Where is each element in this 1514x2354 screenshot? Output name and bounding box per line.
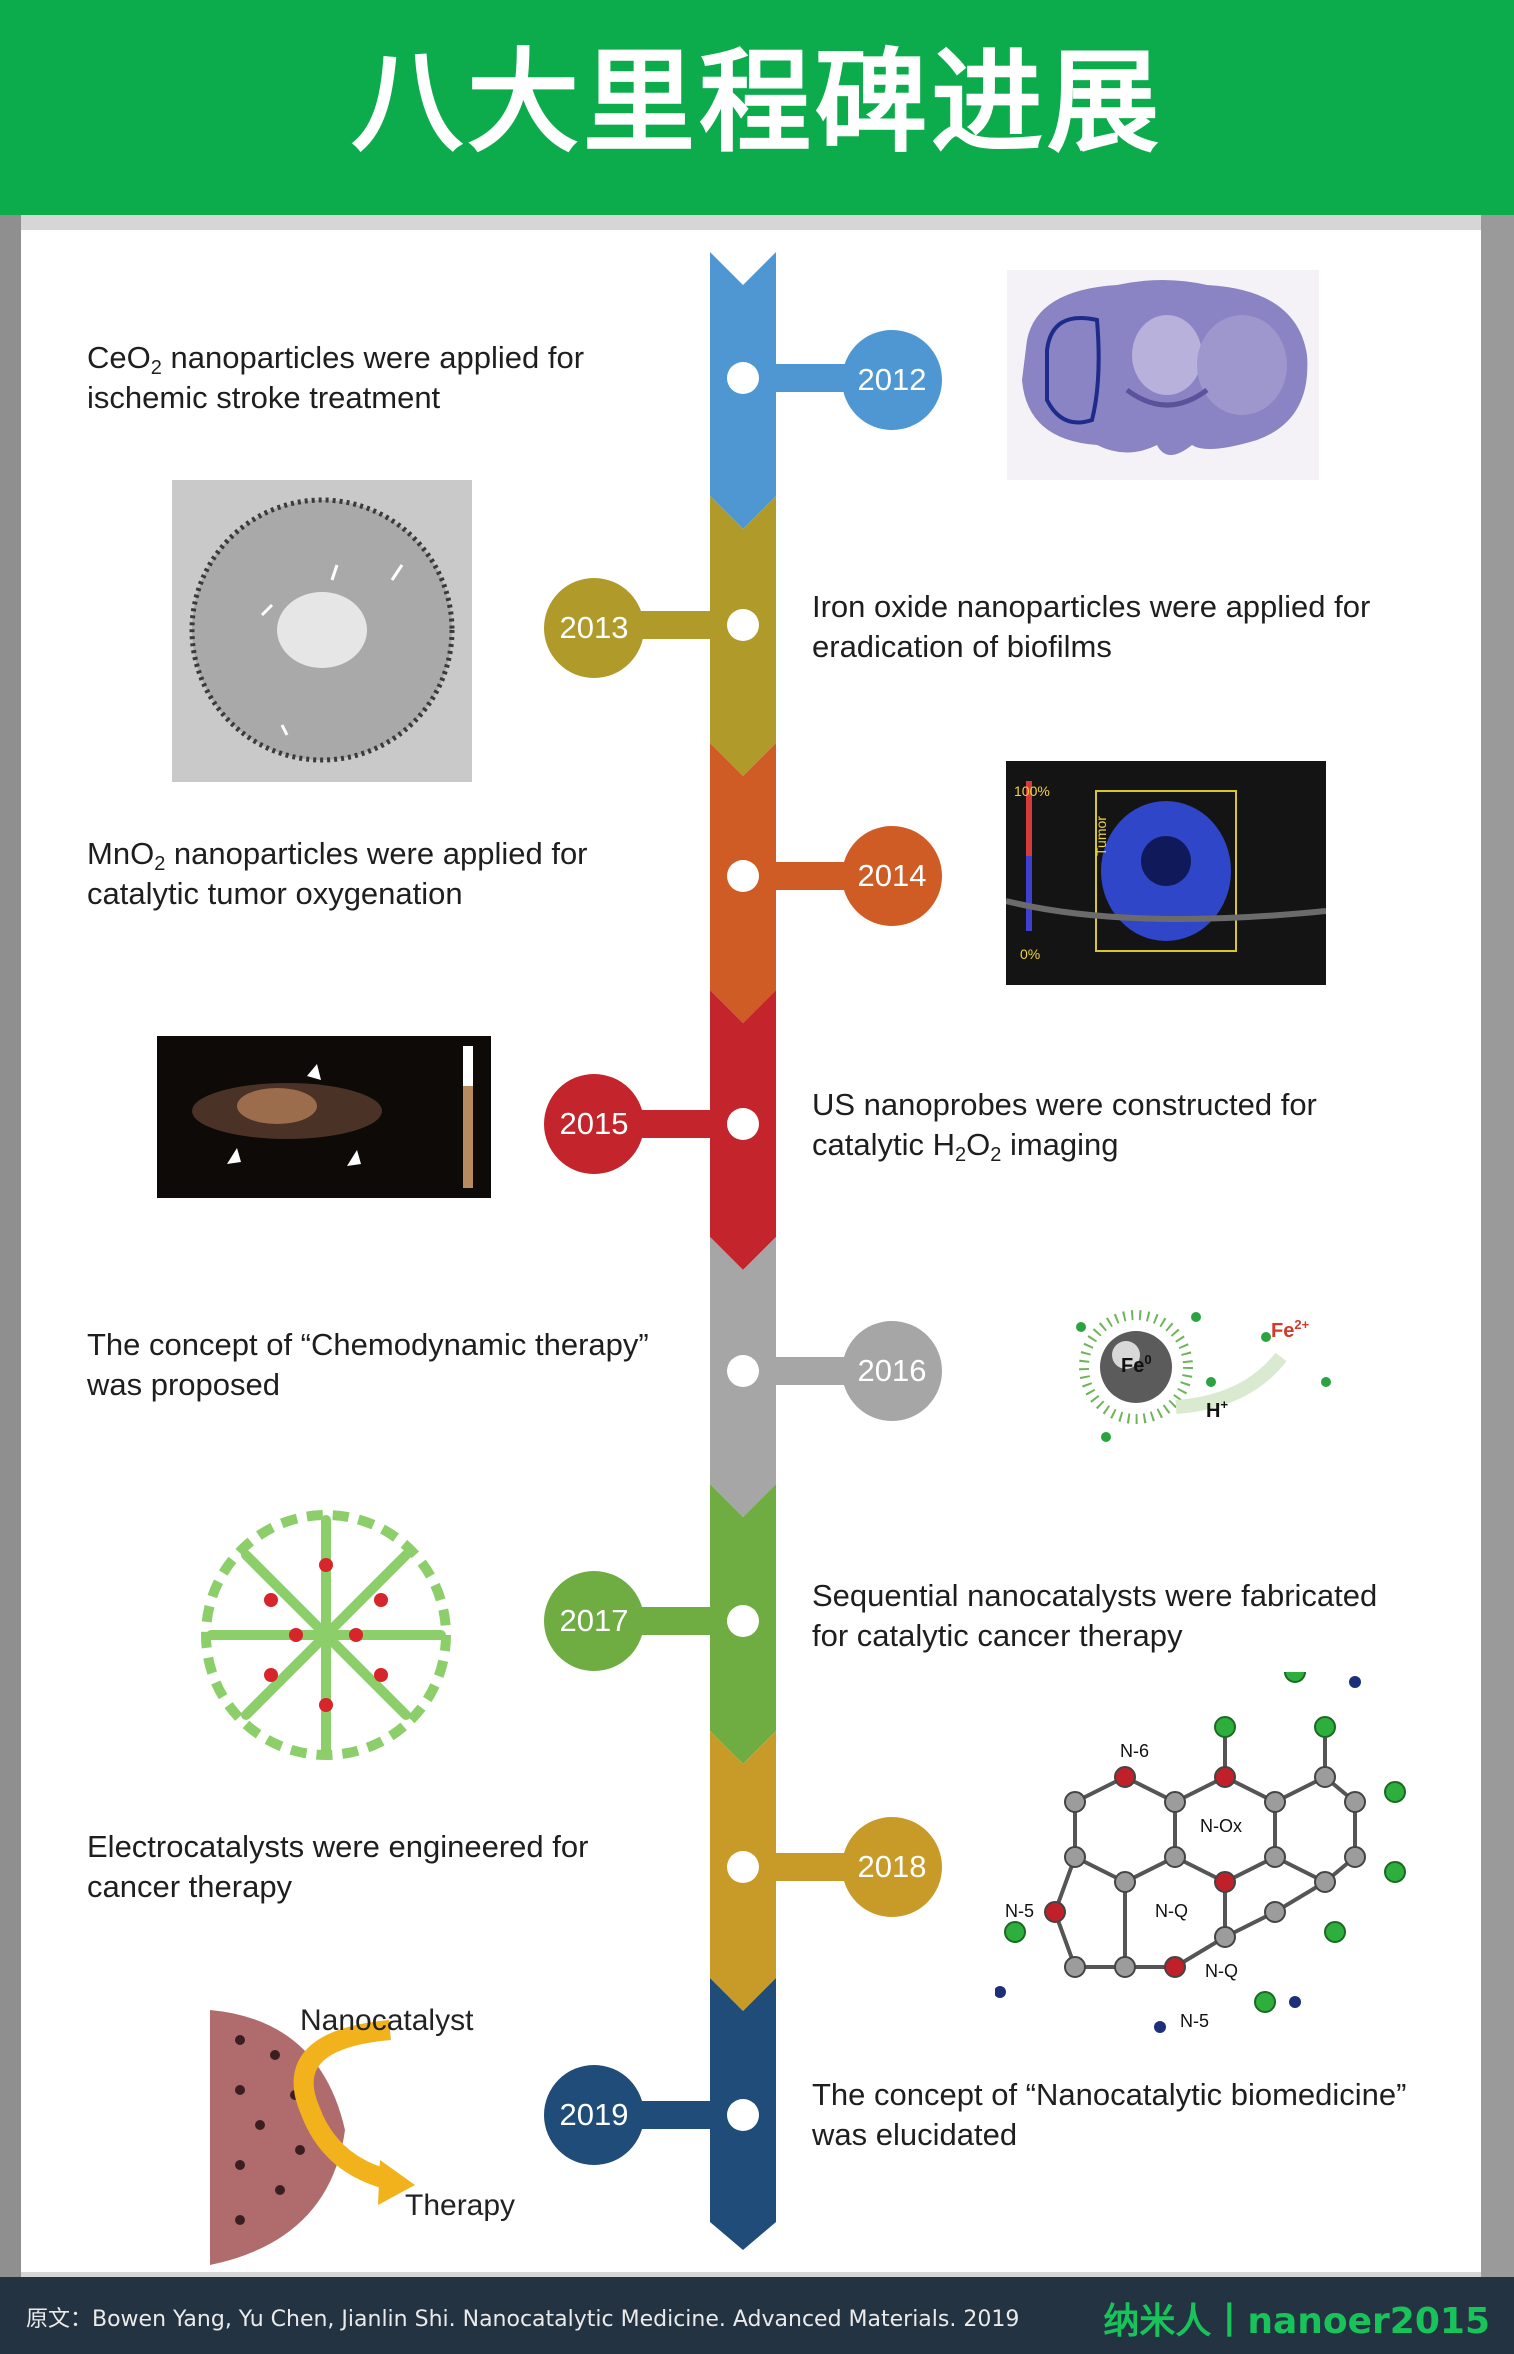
year-badge-2015: 2015 [544, 1074, 644, 1174]
brand-watermark: 纳米人丨nanoer2015 [1103, 2301, 1490, 2342]
spine-dot-2013 [727, 609, 759, 641]
milestone-text-2019: The concept of “Nanocatalytic biomedicin… [812, 2077, 1407, 2152]
nanocatalyst-label: Nanocatalyst [300, 2004, 474, 2037]
spine-dot-2016 [727, 1355, 759, 1387]
spine-dot-2012 [727, 362, 759, 394]
frame-right [1481, 215, 1514, 2277]
spine-dot-2014 [727, 860, 759, 892]
milestone-text-2013: Iron oxide nanoparticles were applied fo… [812, 589, 1371, 664]
milestone-text-2012: CeO2 nanoparticles were applied for isch… [87, 340, 585, 415]
tumor-label: Tumor [1093, 816, 1109, 856]
connector-2018 [743, 1853, 858, 1881]
n5b-label: N-5 [1180, 2011, 1209, 2031]
tumor-ultrasound-image: 100% 0% Tumor [1006, 761, 1326, 985]
citation-text: 原文：Bowen Yang, Yu Chen, Jianlin Shi. Nan… [26, 2307, 1020, 2332]
nitrogen-doped-graphene-image: N-6 N-Ox N-5 N-Q N-Q N-5 [995, 1672, 1406, 2033]
ultrasound-nanoprobe-image [157, 1036, 491, 1198]
n5a-label: N-5 [1005, 1901, 1034, 1921]
year-badge-2016: 2016 [842, 1321, 942, 1421]
year-badge-2017: 2017 [544, 1571, 644, 1671]
nq2-label: N-Q [1205, 1961, 1238, 1981]
connector-2013 [628, 611, 743, 639]
footer-bar: 原文：Bowen Yang, Yu Chen, Jianlin Shi. Nan… [0, 2277, 1514, 2354]
milestone-text-2016: The concept of “Chemodynamic therapy” wa… [87, 1327, 649, 1402]
milestone-text-2018: Electrocatalysts were engineered for can… [87, 1829, 589, 1904]
spine-dot-2017 [727, 1605, 759, 1637]
therapy-label: Therapy [405, 2189, 515, 2222]
n6-label: N-6 [1120, 1741, 1149, 1761]
scale-max-label: 100% [1014, 783, 1050, 799]
h2o2-line: catalytic H2O2 imaging [812, 1127, 1119, 1166]
nq1-label: N-Q [1155, 1901, 1188, 1921]
connector-2015 [628, 1110, 743, 1138]
frame-left [0, 215, 21, 2277]
hplus-label: H+ [1206, 1397, 1228, 1422]
nanocatalyst-sphere-image: Nanocatalyst Therapy [210, 2004, 515, 2265]
fe-nanoparticle-image: Fe0 Fe2+ H+ [1076, 1310, 1331, 1442]
connector-2019 [628, 2101, 743, 2129]
scale-min-label: 0% [1020, 946, 1040, 962]
spine-dot-2015 [727, 1108, 759, 1140]
milestone-text-2014: MnO2 nanoparticles were applied for cata… [87, 836, 588, 911]
milestone-text-2015: US nanoprobes were constructed for catal… [812, 1087, 1317, 1166]
year-badge-2019: 2019 [544, 2065, 644, 2165]
spine-dot-2018 [727, 1851, 759, 1883]
spine-dot-2019 [727, 2099, 759, 2131]
connector-2014 [743, 862, 858, 890]
milestone-text-2017: Sequential nanocatalysts were fabricated… [812, 1578, 1378, 1653]
header-banner: 八大里程碑进展 [0, 0, 1514, 215]
year-badge-2013: 2013 [544, 578, 644, 678]
year-badge-2018: 2018 [842, 1817, 942, 1917]
year-badge-2012: 2012 [842, 330, 942, 430]
year-badge-2014: 2014 [842, 826, 942, 926]
connector-2012 [743, 364, 858, 392]
dendritic-nanocatalyst-image [201, 1510, 451, 1760]
connector-2016 [743, 1357, 858, 1385]
connector-2017 [628, 1607, 743, 1635]
fe0-label: Fe0 [1121, 1352, 1152, 1377]
nox-label: N-Ox [1200, 1816, 1242, 1836]
page-title: 八大里程碑进展 [351, 38, 1163, 168]
biofilm-micrograph-image [172, 480, 472, 782]
fe2-label: Fe2+ [1271, 1317, 1310, 1342]
brain-section-image [1007, 270, 1319, 480]
